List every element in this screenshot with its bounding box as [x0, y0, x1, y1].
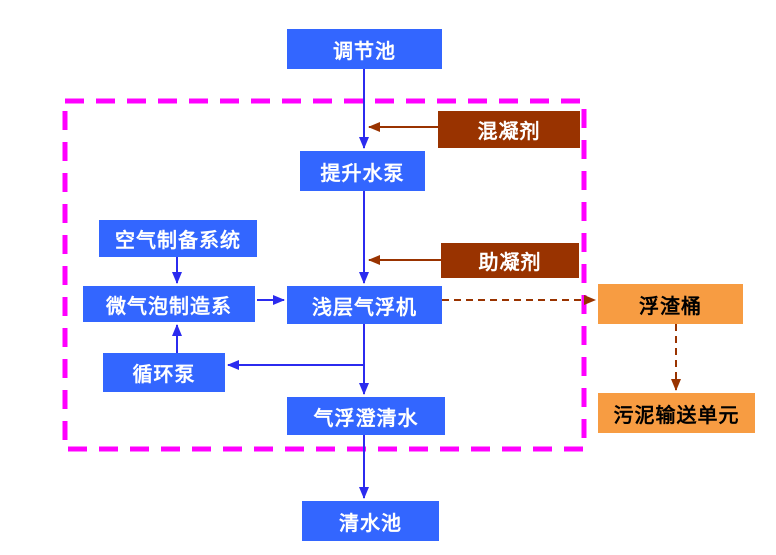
- node-air-preparation-system: 空气制备系统: [99, 220, 257, 257]
- node-scum-bucket: 浮渣桶: [598, 284, 743, 324]
- node-coagulant-aid: 助凝剂: [441, 243, 579, 278]
- node-lift-pump: 提升水泵: [300, 151, 425, 191]
- system-boundary-box: [62, 98, 587, 452]
- node-clear-water-tank: 清水池: [302, 501, 439, 541]
- node-circulation-pump: 循环泵: [103, 353, 225, 392]
- node-regulating-tank: 调节池: [287, 29, 442, 69]
- node-sludge-conveying-unit: 污泥输送单元: [598, 393, 755, 433]
- node-coagulant: 混凝剂: [438, 111, 580, 148]
- node-shallow-daf-unit: 浅层气浮机: [287, 286, 442, 324]
- node-microbubble-generator: 微气泡制造系: [83, 286, 255, 322]
- node-daf-clarified-water: 气浮澄清水: [287, 397, 445, 435]
